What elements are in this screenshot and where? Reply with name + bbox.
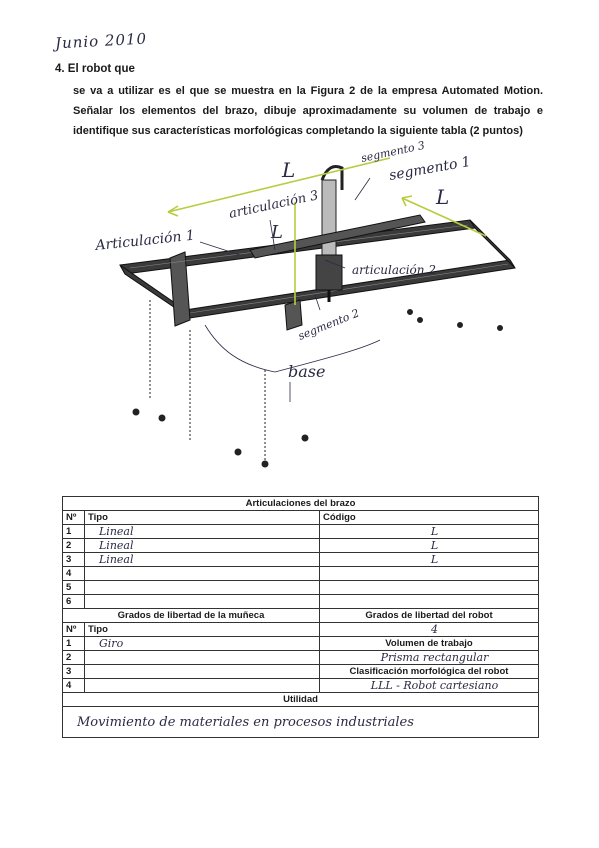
robot-figure: L L L segmento 3 segmento 1 articulación… bbox=[90, 140, 540, 480]
annotation-L-right: L bbox=[435, 185, 449, 209]
question-number: 4. El robot que bbox=[55, 63, 135, 75]
characteristics-table: Articulaciones del brazo Nº Tipo Código … bbox=[62, 496, 539, 738]
robot-diagram: L L L segmento 3 segmento 1 articulación… bbox=[93, 140, 516, 468]
joint-type: Lineal bbox=[84, 524, 320, 539]
crossbeam bbox=[249, 214, 426, 259]
table-row: 6 bbox=[62, 594, 539, 609]
table-row: 2 Lineal L bbox=[62, 538, 539, 553]
joint-code bbox=[319, 580, 539, 595]
table-row: 1 Lineal L bbox=[62, 524, 539, 539]
annotation-L-mid: L bbox=[270, 222, 283, 243]
row-number: 1 bbox=[62, 524, 85, 539]
wrist-dof-title: Grados de libertad de la muñeca bbox=[62, 608, 320, 623]
volume-title: Volumen de trabajo bbox=[319, 636, 539, 651]
row-number: 2 bbox=[62, 650, 85, 665]
annotation-L-top: L bbox=[281, 158, 295, 182]
wrist-col-no-header: Nº bbox=[62, 622, 85, 637]
utility-title: Utilidad bbox=[62, 692, 539, 707]
col-codigo-header: Código bbox=[319, 510, 539, 525]
row-number: 5 bbox=[62, 580, 85, 595]
date-note: Junio 2010 bbox=[54, 29, 148, 53]
table-row: 3 Lineal L bbox=[62, 552, 539, 567]
annotation-articulacion-1: Articulación 1 bbox=[93, 228, 196, 255]
row-number: 1 bbox=[62, 636, 85, 651]
axis-arrows bbox=[167, 157, 487, 305]
table-row: 1 Giro Volumen de trabajo bbox=[62, 636, 539, 651]
row-number: 4 bbox=[62, 566, 85, 581]
wrist-type bbox=[84, 650, 320, 665]
utility-value: Movimiento de materiales en procesos ind… bbox=[62, 706, 539, 738]
table-row: 3 Clasificación morfológica del robot bbox=[62, 664, 539, 679]
leader-lines bbox=[199, 177, 381, 402]
table-row: 4 LLL - Robot cartesiano bbox=[62, 678, 539, 693]
question-text: se va a utilizar es el que se muestra en… bbox=[73, 85, 543, 137]
row-number: 4 bbox=[62, 678, 85, 693]
col-tipo-header: Tipo bbox=[84, 510, 320, 525]
joint-code bbox=[319, 566, 539, 581]
joint-code bbox=[319, 594, 539, 609]
joint-type: Lineal bbox=[84, 552, 320, 567]
wrist-col-tipo-header: Tipo bbox=[84, 622, 320, 637]
joint-type bbox=[84, 580, 320, 595]
joint-type bbox=[84, 566, 320, 581]
wrist-type: Giro bbox=[84, 636, 320, 651]
annotation-segmento-2: segmento 2 bbox=[296, 306, 361, 342]
robot-dof-value: 4 bbox=[319, 622, 539, 637]
joint-code: L bbox=[319, 524, 539, 539]
robot-feet bbox=[132, 300, 503, 468]
wrist-type bbox=[84, 678, 320, 693]
table-row: 2 Prisma rectangular bbox=[62, 650, 539, 665]
joint-code: L bbox=[319, 538, 539, 553]
row-number: 3 bbox=[62, 552, 85, 567]
robot-dof-title: Grados de libertad del robot bbox=[319, 608, 539, 623]
volume-value: Prisma rectangular bbox=[319, 650, 539, 665]
arm-joints-title: Articulaciones del brazo bbox=[62, 496, 539, 511]
row-number: 6 bbox=[62, 594, 85, 609]
row-number: 3 bbox=[62, 664, 85, 679]
annotation-articulacion-2: articulación 2 bbox=[352, 263, 436, 277]
table-row: 5 bbox=[62, 580, 539, 595]
annotation-segmento-3: segmento 3 bbox=[360, 140, 426, 165]
wrist-type bbox=[84, 664, 320, 679]
morph-title: Clasificación morfológica del robot bbox=[319, 664, 539, 679]
annotation-base: base bbox=[288, 362, 325, 381]
morph-value: LLL - Robot cartesiano bbox=[319, 678, 539, 693]
joint-type: Lineal bbox=[84, 538, 320, 553]
joint-type bbox=[84, 594, 320, 609]
joint-code: L bbox=[319, 552, 539, 567]
row-number: 2 bbox=[62, 538, 85, 553]
col-no-header: Nº bbox=[62, 510, 85, 525]
annotation-segmento-1: segmento 1 bbox=[388, 154, 472, 184]
table-row: 4 bbox=[62, 566, 539, 581]
